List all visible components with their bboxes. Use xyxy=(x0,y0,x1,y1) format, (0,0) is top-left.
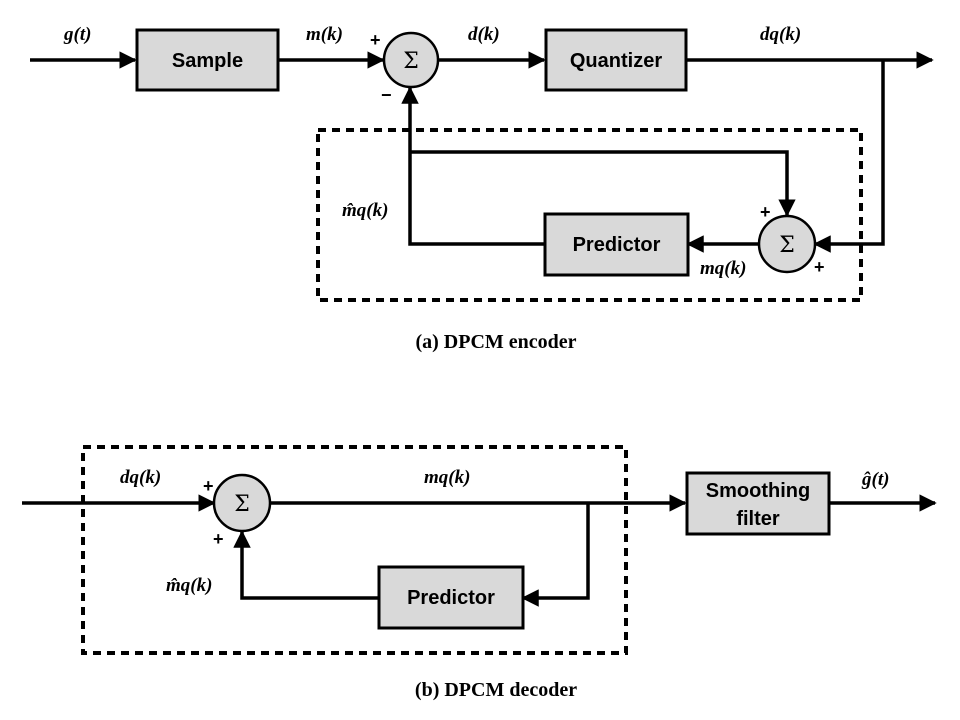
smoothing-filter-label-line2: filter xyxy=(736,508,780,530)
decoder-caption: (b) DPCM decoder xyxy=(415,679,577,701)
signal-g-hat-of-t: ĝ(t) xyxy=(861,469,889,490)
signal-decoder-mq-of-k: mq(k) xyxy=(424,467,470,488)
smoothing-filter-block xyxy=(685,471,831,536)
quantizer-block xyxy=(544,28,688,92)
signal-mq-of-k: mq(k) xyxy=(700,258,746,279)
wire-dq-feedback xyxy=(813,60,885,253)
decoder-summing-junction xyxy=(212,473,272,533)
decoder-diagram: Predictor Smoothing filter Σ dq(k) mq(k)… xyxy=(22,445,937,701)
sample-block xyxy=(135,28,280,92)
signal-m-of-k: m(k) xyxy=(306,24,343,45)
signal-dq-of-k: dq(k) xyxy=(760,24,801,45)
encoder-diagram: Sample Quantizer Predictor Σ Σ g(t) m(k)… xyxy=(30,24,934,353)
decoder-predictor-block xyxy=(377,565,525,630)
decoder-predictor-label: Predictor xyxy=(407,587,495,609)
encoder-predictor-label: Predictor xyxy=(573,234,661,256)
signal-d-of-k: d(k) xyxy=(468,24,500,45)
sample-label: Sample xyxy=(172,50,243,72)
signal-g-of-t: g(t) xyxy=(63,24,91,45)
wire-predictor-to-sum xyxy=(401,86,545,246)
wire-mq-feedback xyxy=(521,503,590,607)
smoothing-filter-label-line1: Smoothing xyxy=(706,480,810,502)
decoder-sum-symbol: Σ xyxy=(234,492,250,517)
encoder-feedback-plus-right: + xyxy=(814,257,825,277)
signal-decoder-dq-of-k: dq(k) xyxy=(120,467,161,488)
encoder-predictor-loop-boundary xyxy=(316,128,863,302)
decoder-plus-bottom: + xyxy=(213,529,224,549)
encoder-plus-sign: + xyxy=(370,30,381,50)
encoder-feedback-plus-top: + xyxy=(760,202,771,222)
encoder-predictor-block xyxy=(543,212,690,277)
encoder-feedback-sum-symbol: Σ xyxy=(779,233,795,258)
encoder-feedback-summing-junction xyxy=(757,214,817,274)
encoder-sum-symbol: Σ xyxy=(403,49,419,74)
wire-predictor-to-decoder-sum xyxy=(233,530,379,600)
encoder-summing-junction xyxy=(382,31,440,89)
signal-mhat-q-of-k: m̂q(k) xyxy=(342,200,388,221)
encoder-caption: (a) DPCM encoder xyxy=(415,331,576,353)
encoder-minus-sign: − xyxy=(381,85,392,105)
decoder-predictor-loop-boundary xyxy=(81,445,628,655)
wire-prediction-to-sum2 xyxy=(410,150,796,217)
quantizer-label: Quantizer xyxy=(570,50,662,72)
signal-decoder-mhat-q-of-k: m̂q(k) xyxy=(166,575,212,596)
decoder-plus-top: + xyxy=(203,476,214,496)
